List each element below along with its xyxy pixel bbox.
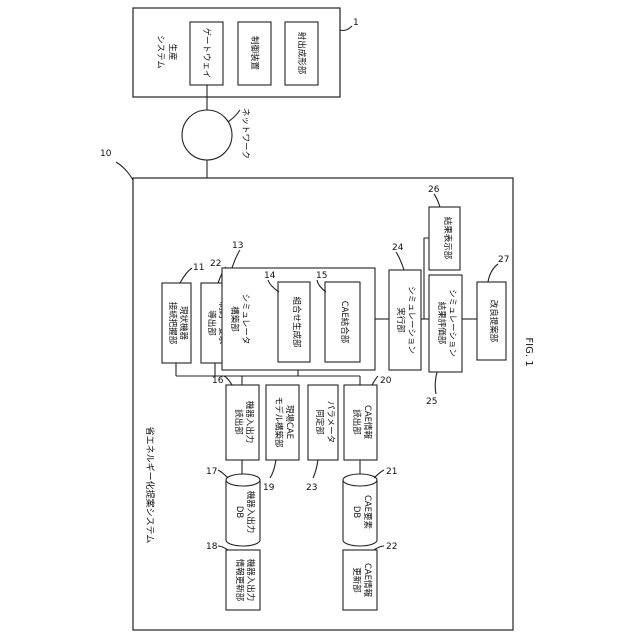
cae-coupling-ref: 15 — [316, 271, 327, 281]
current-device-connection-ref: 11 — [193, 263, 204, 273]
cae-element-db-ref: 21 — [386, 467, 397, 477]
cae-info-reader-label-1: CAE情報 — [362, 405, 373, 440]
device-io-reader-label-2: 読出部 — [233, 409, 244, 435]
cae-info-updater-ref: 22 — [386, 542, 397, 552]
gateway-label: ゲートウェイ — [201, 27, 212, 78]
simulator-builder-label-2: 構築部 — [229, 306, 240, 332]
simulator-builder-label-1: シミュレータ — [240, 294, 250, 345]
ref-leader-20 — [372, 376, 378, 385]
cae-info-reader-label-2: 読出部 — [351, 409, 362, 435]
ref-leader-18 — [218, 546, 228, 550]
parameter-identify-ref: 23 — [306, 483, 317, 493]
ref-leader-19 — [270, 460, 276, 478]
combination-generator-label: 組合せ生成部 — [291, 296, 302, 348]
ref-leader-26 — [434, 194, 440, 207]
injection-molding-label: 射出成形部 — [296, 32, 307, 75]
network-label: ネットワーク — [240, 108, 250, 159]
control-device-label: 制御装置 — [249, 36, 260, 71]
improvement-proposal-ref: 27 — [498, 255, 509, 265]
cae-info-updater-label-1: CAE情報 — [362, 563, 373, 598]
simulation-evaluator-label-2: 結果評価部 — [436, 302, 447, 345]
production-system: 生産 システム ゲートウェイ 制御装置 射出成形部 1 — [133, 8, 359, 97]
ref-leader-16 — [224, 376, 232, 385]
ref-leader-22b — [374, 546, 384, 550]
network-leader — [228, 110, 240, 122]
system-title: 省エネルギー化提案システム — [144, 427, 156, 544]
device-io-updater-ref: 18 — [206, 542, 218, 552]
link-executor-display — [424, 238, 429, 319]
device-io-db-ref: 17 — [206, 467, 217, 477]
system-ref: 10 — [100, 149, 112, 159]
ref-leader-17 — [218, 470, 228, 478]
result-display-ref: 26 — [428, 185, 440, 195]
cae-element-db-label-2: DB — [351, 506, 361, 519]
simulation-executor-label-1: シミュレーション — [406, 286, 416, 354]
simulation-executor-ref: 24 — [392, 243, 404, 253]
parameter-identify-label-1: パラメータ — [325, 401, 335, 443]
cae-info-reader-ref: 20 — [380, 376, 392, 386]
system-ref-leader — [116, 162, 133, 180]
simulator-builder-ref: 13 — [232, 241, 243, 251]
ref-leader-13 — [232, 250, 240, 268]
constraint-requirement-label-2: 導出部 — [206, 310, 217, 336]
device-io-reader-ref: 16 — [212, 376, 224, 386]
device-io-updater-label-2: 情報更新部 — [234, 559, 245, 602]
parameter-identify-label-2: 同定部 — [314, 409, 325, 435]
device-io-db-label-2: DB — [234, 506, 244, 519]
onsite-cae-model-label-1: 現場CAE — [284, 405, 295, 439]
ref-leader-23 — [313, 460, 318, 478]
cae-coupling-label: CAE結合部 — [339, 301, 350, 344]
cae-element-db-top — [343, 474, 377, 486]
onsite-cae-model-label-2: モデル構築部 — [273, 396, 284, 448]
combination-generator-ref: 14 — [264, 271, 276, 281]
simulation-evaluator-ref: 25 — [426, 397, 437, 407]
ref-leader-11 — [180, 268, 192, 283]
production-system-label-2: システム — [155, 35, 165, 69]
network-circle — [182, 110, 232, 160]
constraint-requirement-ref: 22 — [210, 259, 221, 269]
device-io-reader-label-1: 機器入出力 — [244, 401, 255, 444]
improvement-proposal-label: 改良提案部 — [488, 300, 499, 343]
device-io-updater-label-1: 機器入出力 — [245, 559, 256, 602]
production-system-ref: 1 — [353, 18, 359, 28]
device-io-db-top — [226, 474, 260, 486]
current-device-connection-label-2: 接続把握部 — [167, 302, 178, 345]
ref-leader-27 — [488, 264, 498, 282]
result-display-label: 結果表示部 — [442, 217, 453, 260]
ref-leader-1 — [340, 26, 352, 31]
cae-element-db-label-1: CAE要素 — [362, 495, 373, 530]
figure-label: FIG. 1 — [523, 337, 534, 366]
production-system-label-1: 生産 — [167, 43, 178, 60]
cae-info-updater-label-2: 更新部 — [351, 567, 362, 593]
simulation-executor-label-2: 実行部 — [395, 307, 406, 333]
cae-element-db: CAE要素 DB — [343, 474, 377, 546]
current-device-connection-label-1: 現状機器 — [178, 306, 189, 341]
device-io-db: 機器入出力 DB — [226, 474, 260, 546]
ref-leader-24 — [396, 252, 404, 270]
device-io-db-label-1: 機器入出力 — [245, 491, 256, 534]
ref-leader-25 — [435, 372, 437, 394]
onsite-cae-model-ref: 19 — [263, 483, 275, 493]
ref-leader-21 — [374, 470, 384, 478]
simulation-evaluator-label-1: シミュレーション — [447, 289, 457, 357]
